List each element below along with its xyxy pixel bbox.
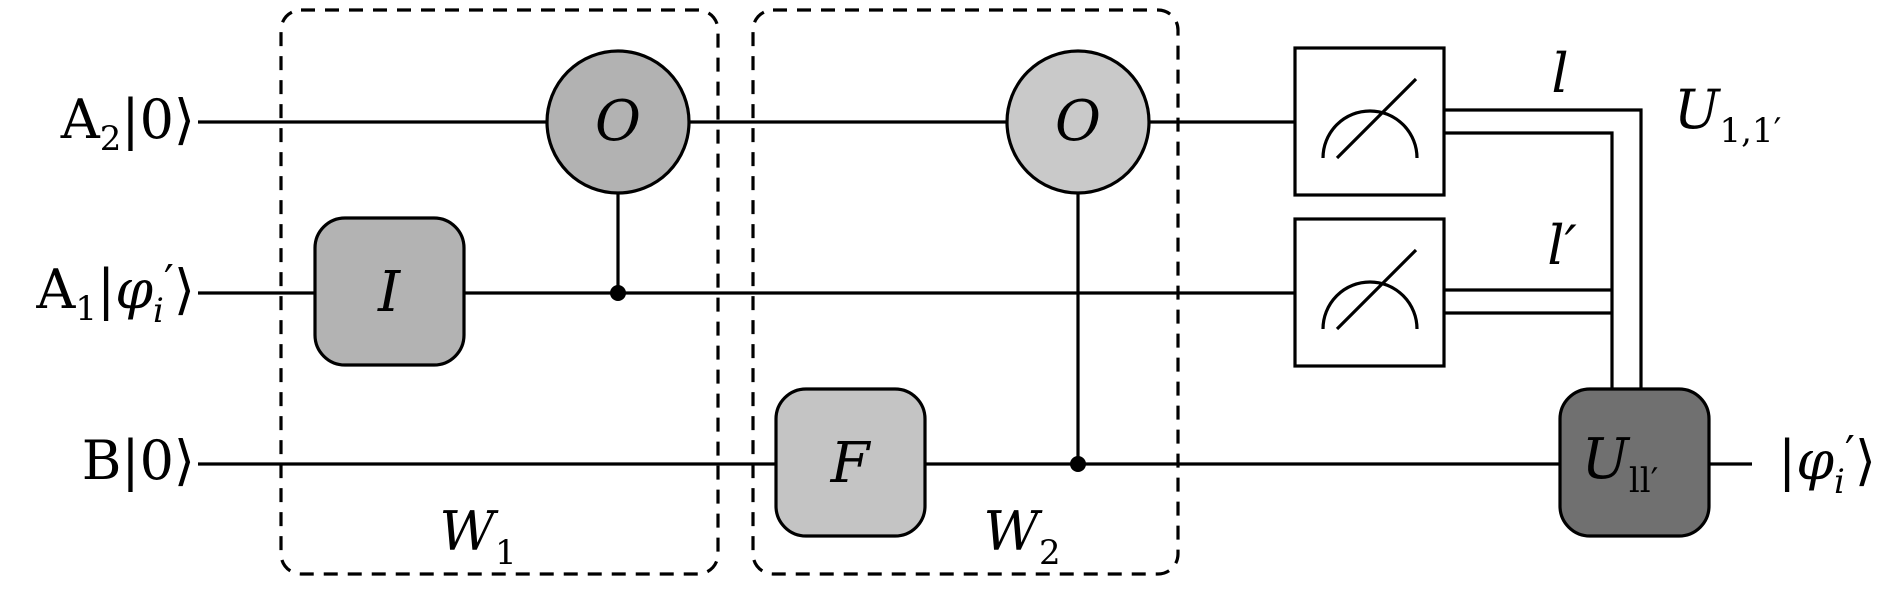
qubit-b-label: B|0⟩ — [82, 429, 195, 492]
svg-text:O: O — [1055, 89, 1101, 154]
control-dot-b — [1070, 456, 1086, 472]
gate-o-2: O — [1005, 49, 1151, 195]
svg-text:F: F — [830, 431, 872, 496]
window-w2 — [751, 8, 1180, 576]
classical-label-l: l — [1551, 42, 1568, 105]
qubit-a1-label: A1|φi′⟩ — [35, 256, 195, 331]
gate-o-1: O — [545, 49, 691, 195]
svg-text:O: O — [595, 89, 641, 154]
window-w2-label: W2 — [983, 500, 1060, 573]
svg-text:Ull′: Ull′ — [1582, 427, 1659, 501]
output-state-label: |φi′⟩ — [1778, 427, 1876, 502]
classical-wire-l-inner — [1444, 131, 1614, 389]
classical-label-l-prime: l′ — [1547, 214, 1577, 277]
gate-u-ll: Ull′ — [1558, 387, 1711, 538]
svg-text:I: I — [377, 260, 402, 325]
window-w1 — [279, 8, 720, 576]
measurement-a2 — [1293, 46, 1446, 197]
gate-i: I — [313, 216, 466, 367]
classical-wire-l-outer — [1444, 108, 1643, 389]
measurement-a1 — [1293, 217, 1446, 368]
correction-label-u11: U1,1′ — [1674, 78, 1781, 151]
gate-f: F — [774, 387, 927, 538]
window-w1-label: W1 — [439, 500, 516, 573]
control-dot-a1 — [610, 285, 626, 301]
qubit-a2-label: A2|0⟩ — [60, 88, 195, 159]
